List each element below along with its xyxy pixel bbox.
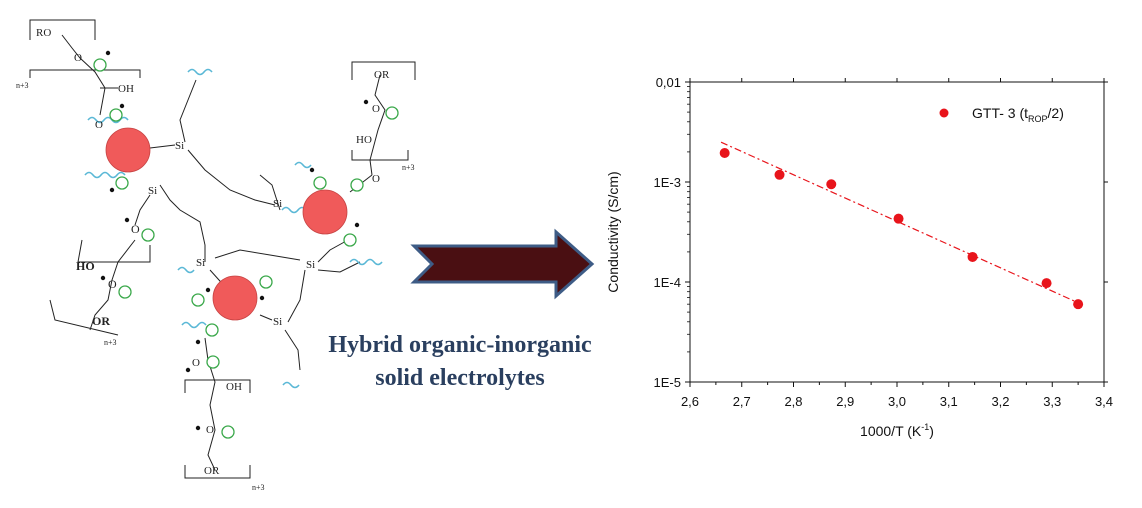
x-axis-title-sup: -1 <box>921 422 929 432</box>
lithium-ions <box>93 58 399 439</box>
x-tick-label: 3,3 <box>1043 394 1061 409</box>
conductivity-chart: 2,6 2,7 2,8 2,9 3,0 3,1 3,2 3,3 3,4 1E-5 1E-4 1E-3… <box>605 75 1113 439</box>
plot-frame <box>689 81 1105 383</box>
scheme-caption-line1: Hybrid organic-inorganic <box>328 332 592 358</box>
wavy-chains <box>84 68 383 389</box>
x-axis-title-end: ) <box>929 423 934 439</box>
y-tick-label: 1E-4 <box>654 275 681 290</box>
x-tick-label: 2,7 <box>733 394 751 409</box>
x-axis-title-main: 1000/T (K <box>860 423 922 439</box>
y-axis-title: Conductivity (S/cm) <box>605 171 621 292</box>
label-o-2: O <box>95 119 103 131</box>
label-si-2: Si <box>148 185 157 197</box>
legend-marker <box>939 108 949 118</box>
label-n3-3: n+3 <box>402 163 415 172</box>
data-point <box>967 251 978 262</box>
legend-label-main: GTT- 3 (t <box>972 105 1028 121</box>
label-o-6: O <box>372 173 380 185</box>
label-o-4: O <box>108 277 117 291</box>
label-oh-2: OH <box>226 381 242 393</box>
label-o-3: O <box>131 222 140 236</box>
label-ho-2: HO <box>356 134 372 146</box>
hybrid-scheme: RO O n+3 OH O Si Si O HO O OR n+3 Si Si … <box>16 19 592 492</box>
label-o-8: O <box>206 424 214 436</box>
label-or-2: OR <box>374 69 390 81</box>
x-tick-label: 3,4 <box>1095 394 1113 409</box>
legend: GTT- 3 (tROP/2) <box>939 105 1064 124</box>
scheme-labels: RO O n+3 OH O Si Si O HO O OR n+3 Si Si … <box>16 27 415 492</box>
x-tick-label: 2,9 <box>836 394 854 409</box>
label-or-3: OR <box>204 465 220 477</box>
transition-arrow <box>410 228 595 300</box>
label-o-5: O <box>372 103 380 115</box>
x-tick-label: 3,0 <box>888 394 906 409</box>
x-tick-label: 2,6 <box>681 394 699 409</box>
data-point <box>719 147 730 158</box>
y-tick-label: 1E-3 <box>654 175 681 190</box>
label-o-7: O <box>192 357 200 369</box>
y-tick-label: 0,01 <box>656 75 681 90</box>
data-point <box>893 213 904 224</box>
silica-particle-3 <box>212 275 258 321</box>
x-tick-label: 3,2 <box>991 394 1009 409</box>
label-ho-1: HO <box>76 259 95 273</box>
scheme-bonds <box>29 19 416 479</box>
data-point <box>1073 299 1084 310</box>
data-point <box>1041 278 1052 289</box>
scheme-caption-line2: solid electrolytes <box>375 365 545 391</box>
data-points <box>719 147 1084 310</box>
data-point <box>826 179 837 190</box>
label-n3-2: n+3 <box>104 338 117 347</box>
silica-particle-2 <box>302 189 348 235</box>
label-o-1: O <box>74 52 82 64</box>
y-tick-label: 1E-5 <box>654 375 681 390</box>
label-si-6: Si <box>273 316 282 328</box>
label-oh-1: OH <box>118 83 134 95</box>
label-si-4: Si <box>196 257 205 269</box>
label-or-1: OR <box>92 314 110 328</box>
y-axis: 1E-5 1E-4 1E-3 0,01 <box>654 75 1108 390</box>
label-n3-1: n+3 <box>16 81 29 90</box>
label-si-1: Si <box>175 140 184 152</box>
x-tick-label: 2,8 <box>784 394 802 409</box>
x-axis: 2,6 2,7 2,8 2,9 3,0 3,1 3,2 3,3 3,4 <box>681 78 1113 409</box>
legend-label-sub: ROP <box>1028 114 1048 124</box>
anion-dots <box>100 50 369 431</box>
data-point <box>774 169 785 180</box>
silica-particle-1 <box>105 127 151 173</box>
label-si-3: Si <box>273 198 282 210</box>
label-si-5: Si <box>306 259 315 271</box>
x-axis-title: 1000/T (K-1) <box>860 422 934 439</box>
legend-label: GTT- 3 (tROP/2) <box>972 105 1064 124</box>
x-tick-label: 3,1 <box>940 394 958 409</box>
legend-label-end: /2) <box>1048 105 1064 121</box>
label-n3-4: n+3 <box>252 483 265 492</box>
label-ro: RO <box>36 27 51 39</box>
